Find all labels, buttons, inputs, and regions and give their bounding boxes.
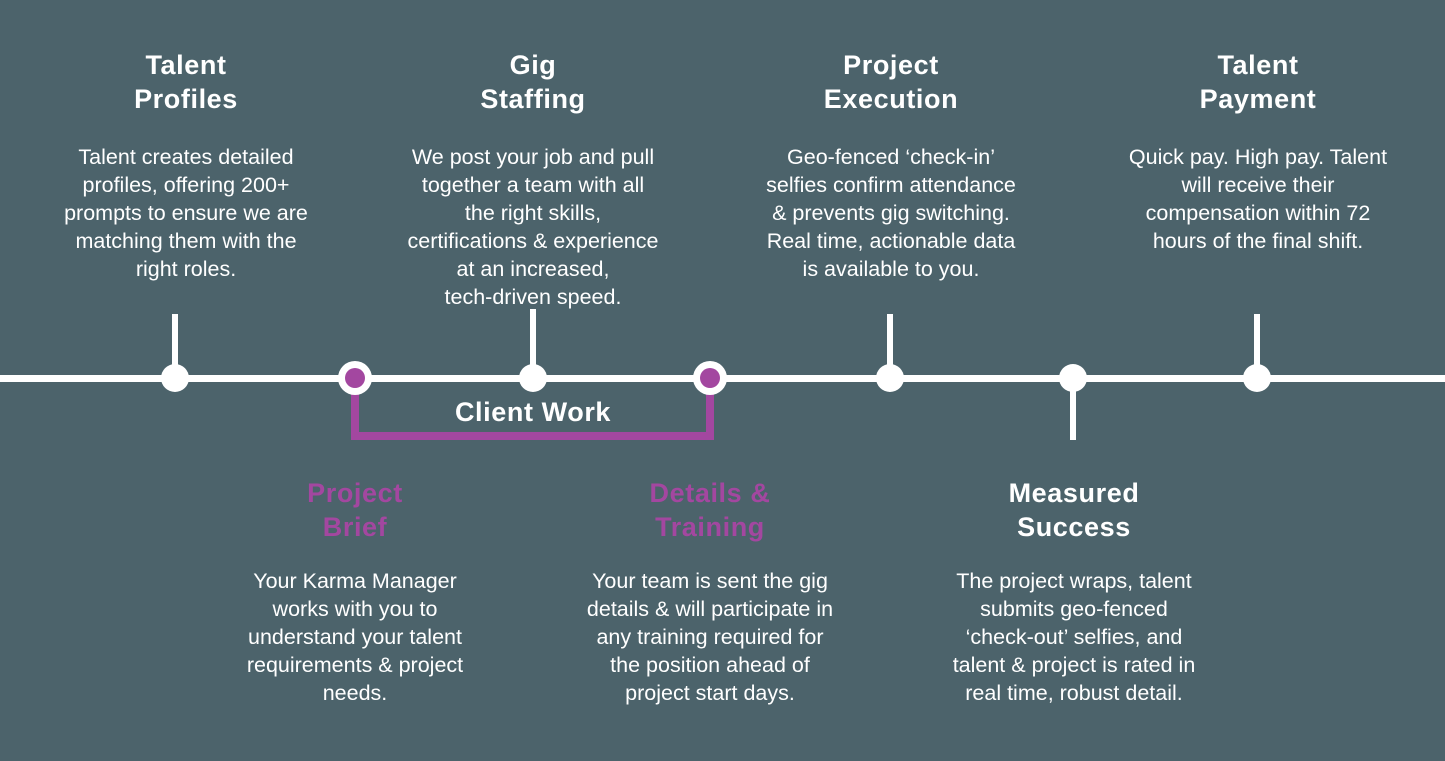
- section-body: Your team is sent the gig details & will…: [586, 569, 834, 705]
- section-body: Quick pay. High pay. Talent will receive…: [1128, 145, 1388, 253]
- section-body: Talent creates detailed profiles, offeri…: [64, 145, 308, 281]
- section-title: Project Execution: [823, 50, 959, 114]
- timeline-node-talent-profiles: [161, 364, 189, 392]
- connector-stem-gig-staffing: [530, 309, 536, 378]
- section-title: Measured Success: [1008, 478, 1140, 542]
- timeline-node-gig-staffing: [519, 364, 547, 392]
- section-details-training: Details & Training Your team is sent the…: [540, 476, 880, 707]
- timeline-node-measured-success: [1059, 364, 1087, 392]
- timeline-node-inner-dot: [700, 368, 720, 388]
- section-talent-profiles: Talent Profiles Talent creates detailed …: [16, 48, 356, 283]
- section-title: Project Brief: [307, 478, 403, 542]
- timeline-node-details-training: [693, 361, 727, 395]
- section-body: Geo-fenced ‘check-in’ selfies confirm at…: [766, 145, 1016, 281]
- section-project-brief: Project Brief Your Karma Manager works w…: [185, 476, 525, 707]
- section-body: Your Karma Manager works with you to und…: [246, 569, 464, 705]
- section-title: Gig Staffing: [480, 50, 586, 114]
- timeline-node-inner-dot: [345, 368, 365, 388]
- client-work-bracket: [351, 378, 714, 440]
- connector-stem-measured-success: [1070, 378, 1076, 440]
- timeline-node-project-execution: [876, 364, 904, 392]
- client-work-label: Client Work: [454, 397, 612, 427]
- timeline-node-project-brief: [338, 361, 372, 395]
- section-talent-payment: Talent Payment Quick pay. High pay. Tale…: [1073, 48, 1443, 255]
- section-body: We post your job and pull together a tea…: [407, 145, 659, 309]
- connector-stem-talent-profiles: [172, 314, 178, 378]
- section-title: Talent Payment: [1199, 50, 1317, 114]
- section-title: Details & Training: [649, 478, 771, 542]
- section-measured-success: Measured Success The project wraps, tale…: [889, 476, 1259, 707]
- connector-stem-talent-payment: [1254, 314, 1260, 378]
- connector-stem-project-execution: [887, 314, 893, 378]
- section-body: The project wraps, talent submits geo-fe…: [952, 569, 1196, 705]
- section-title: Talent Profiles: [134, 50, 238, 114]
- section-project-execution: Project Execution Geo-fenced ‘check-in’ …: [706, 48, 1076, 283]
- timeline-node-talent-payment: [1243, 364, 1271, 392]
- section-gig-staffing: Gig Staffing We post your job and pull t…: [363, 48, 703, 311]
